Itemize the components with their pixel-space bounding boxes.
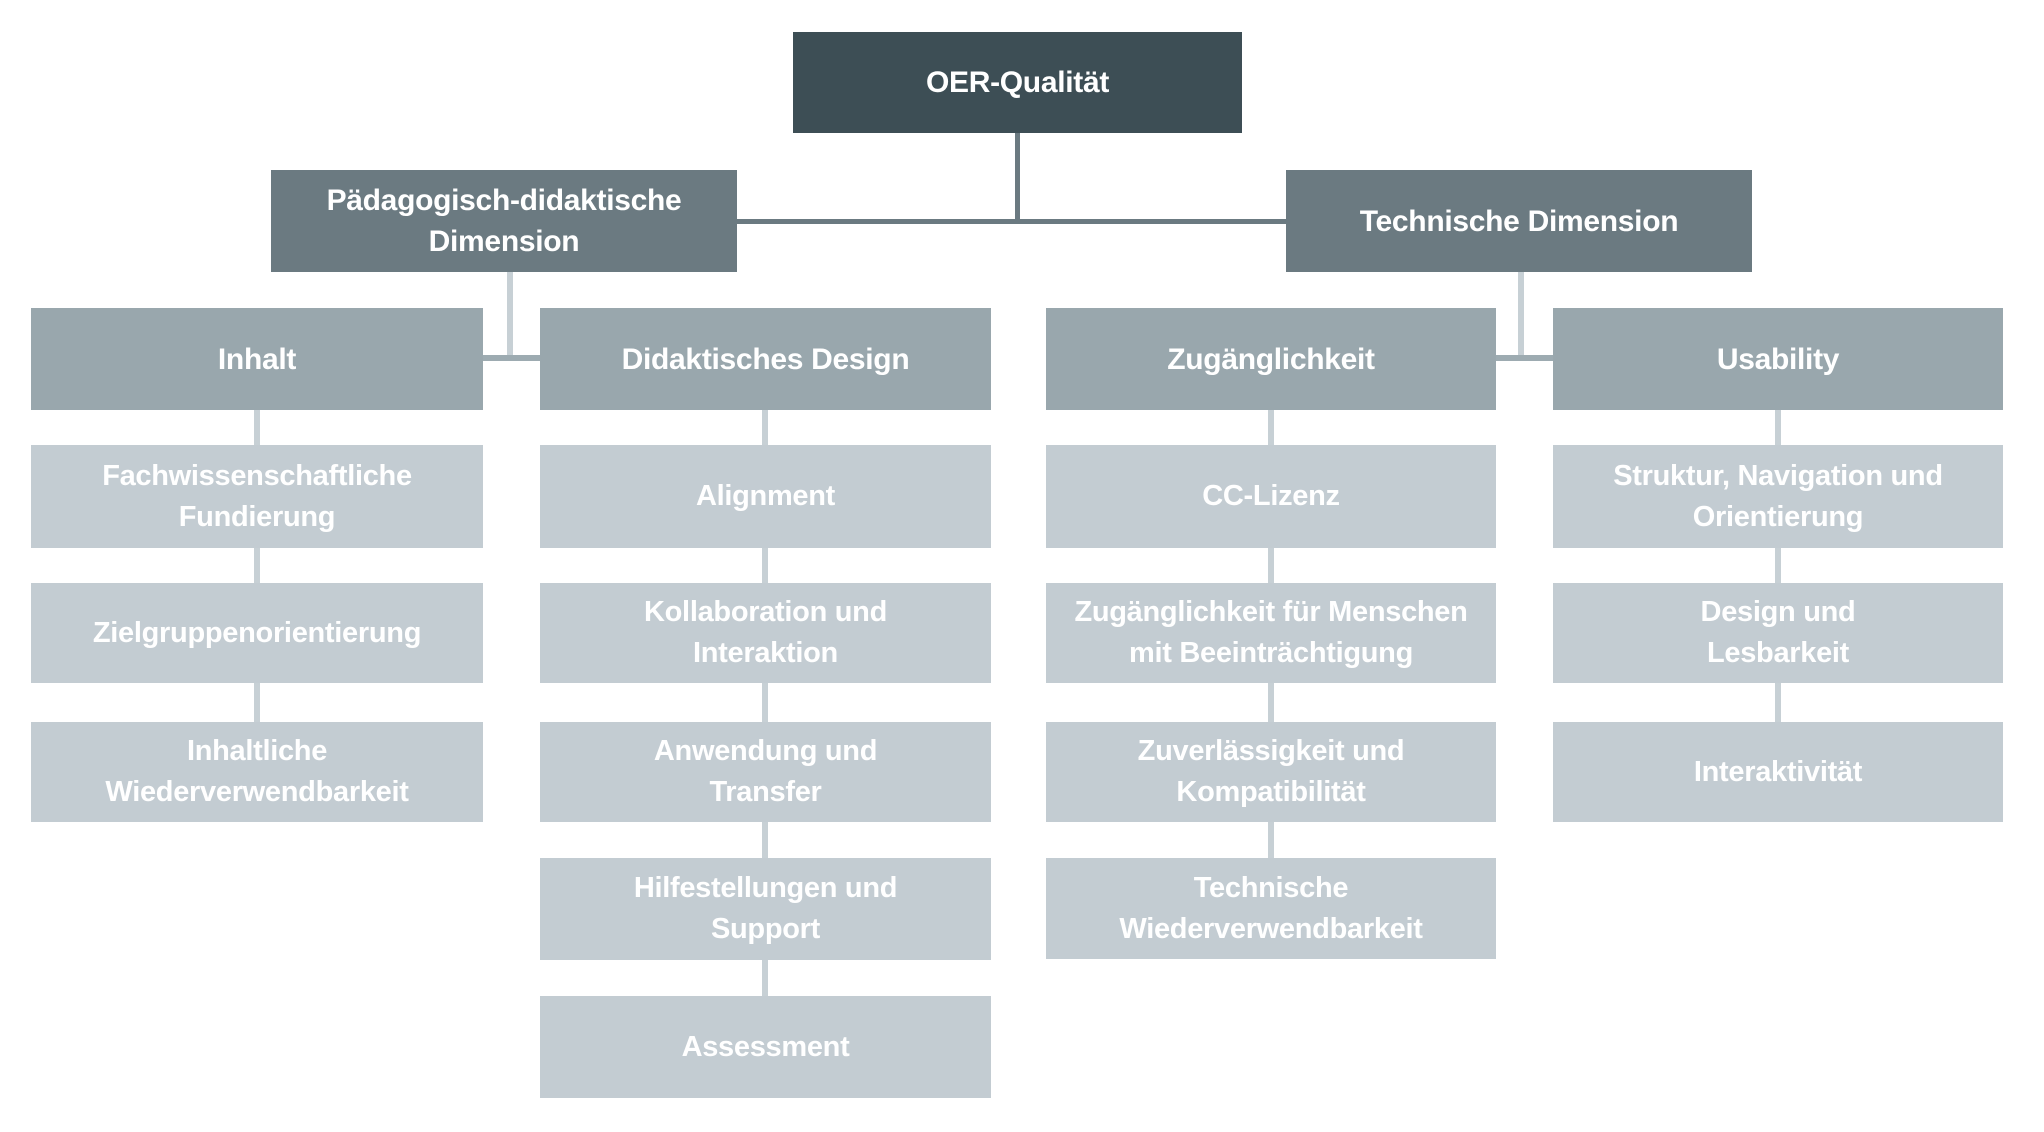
item-node: Fachwissenschaftliche Fundierung: [31, 445, 483, 548]
connector-col1-line: [254, 410, 260, 445]
category-node-inhalt: Inhalt: [31, 308, 483, 410]
item-node: CC-Lizenz: [1046, 445, 1496, 548]
connector-col2-line: [762, 959, 768, 996]
connector-col1-line: [254, 683, 260, 722]
dimension-node-paedagogisch-didaktisch: Pädagogisch-didaktische Dimension: [271, 170, 737, 272]
item-node: Struktur, Navigation und Orientierung: [1553, 445, 2003, 548]
item-node: Assessment: [540, 996, 991, 1098]
item-node: Zuverlässigkeit und Kompatibilität: [1046, 722, 1496, 822]
item-node: Design und Lesbarkeit: [1553, 583, 2003, 683]
connector-col1-line: [254, 548, 260, 583]
connector-col4-line: [1775, 410, 1781, 445]
item-node: Alignment: [540, 445, 991, 548]
item-node: Anwendung und Transfer: [540, 722, 991, 822]
connector-col2-line: [762, 410, 768, 445]
connector-col3-line: [1268, 822, 1274, 858]
item-node: Kollaboration und Interaktion: [540, 583, 991, 683]
connector-col2-line: [762, 683, 768, 722]
connector-dimensions-horizontal: [737, 219, 1286, 224]
connector-col3-line: [1268, 683, 1274, 722]
connector-col2-line: [762, 548, 768, 583]
category-node-didaktisches-design: Didaktisches Design: [540, 308, 991, 410]
connector-col3-line: [1268, 548, 1274, 583]
connector-col3-line: [1268, 410, 1274, 445]
connector-dim2-vertical: [1518, 272, 1524, 358]
connector-col2-line: [762, 822, 768, 858]
item-node: Zielgruppenorientierung: [31, 583, 483, 683]
connector-col4-line: [1775, 548, 1781, 583]
connector-dim1-tbar: [483, 355, 540, 361]
item-node: Hilfestellungen und Support: [540, 858, 991, 960]
category-node-zugaenglichkeit: Zugänglichkeit: [1046, 308, 1496, 410]
connector-col4-line: [1775, 683, 1781, 722]
root-node-oer-qualitaet: OER-Qualität: [793, 32, 1242, 133]
item-node: Inhaltliche Wiederverwendbarkeit: [31, 722, 483, 822]
connector-dim2-tbar: [1496, 355, 1553, 361]
connector-root-vertical: [1015, 133, 1020, 219]
item-node: Technische Wiederverwendbarkeit: [1046, 858, 1496, 959]
connector-dim1-vertical: [507, 272, 513, 358]
item-node: Interaktivität: [1553, 722, 2003, 822]
category-node-usability: Usability: [1553, 308, 2003, 410]
item-node: Zugänglichkeit für Menschen mit Beeinträ…: [1046, 583, 1496, 683]
dimension-node-technisch: Technische Dimension: [1286, 170, 1752, 272]
